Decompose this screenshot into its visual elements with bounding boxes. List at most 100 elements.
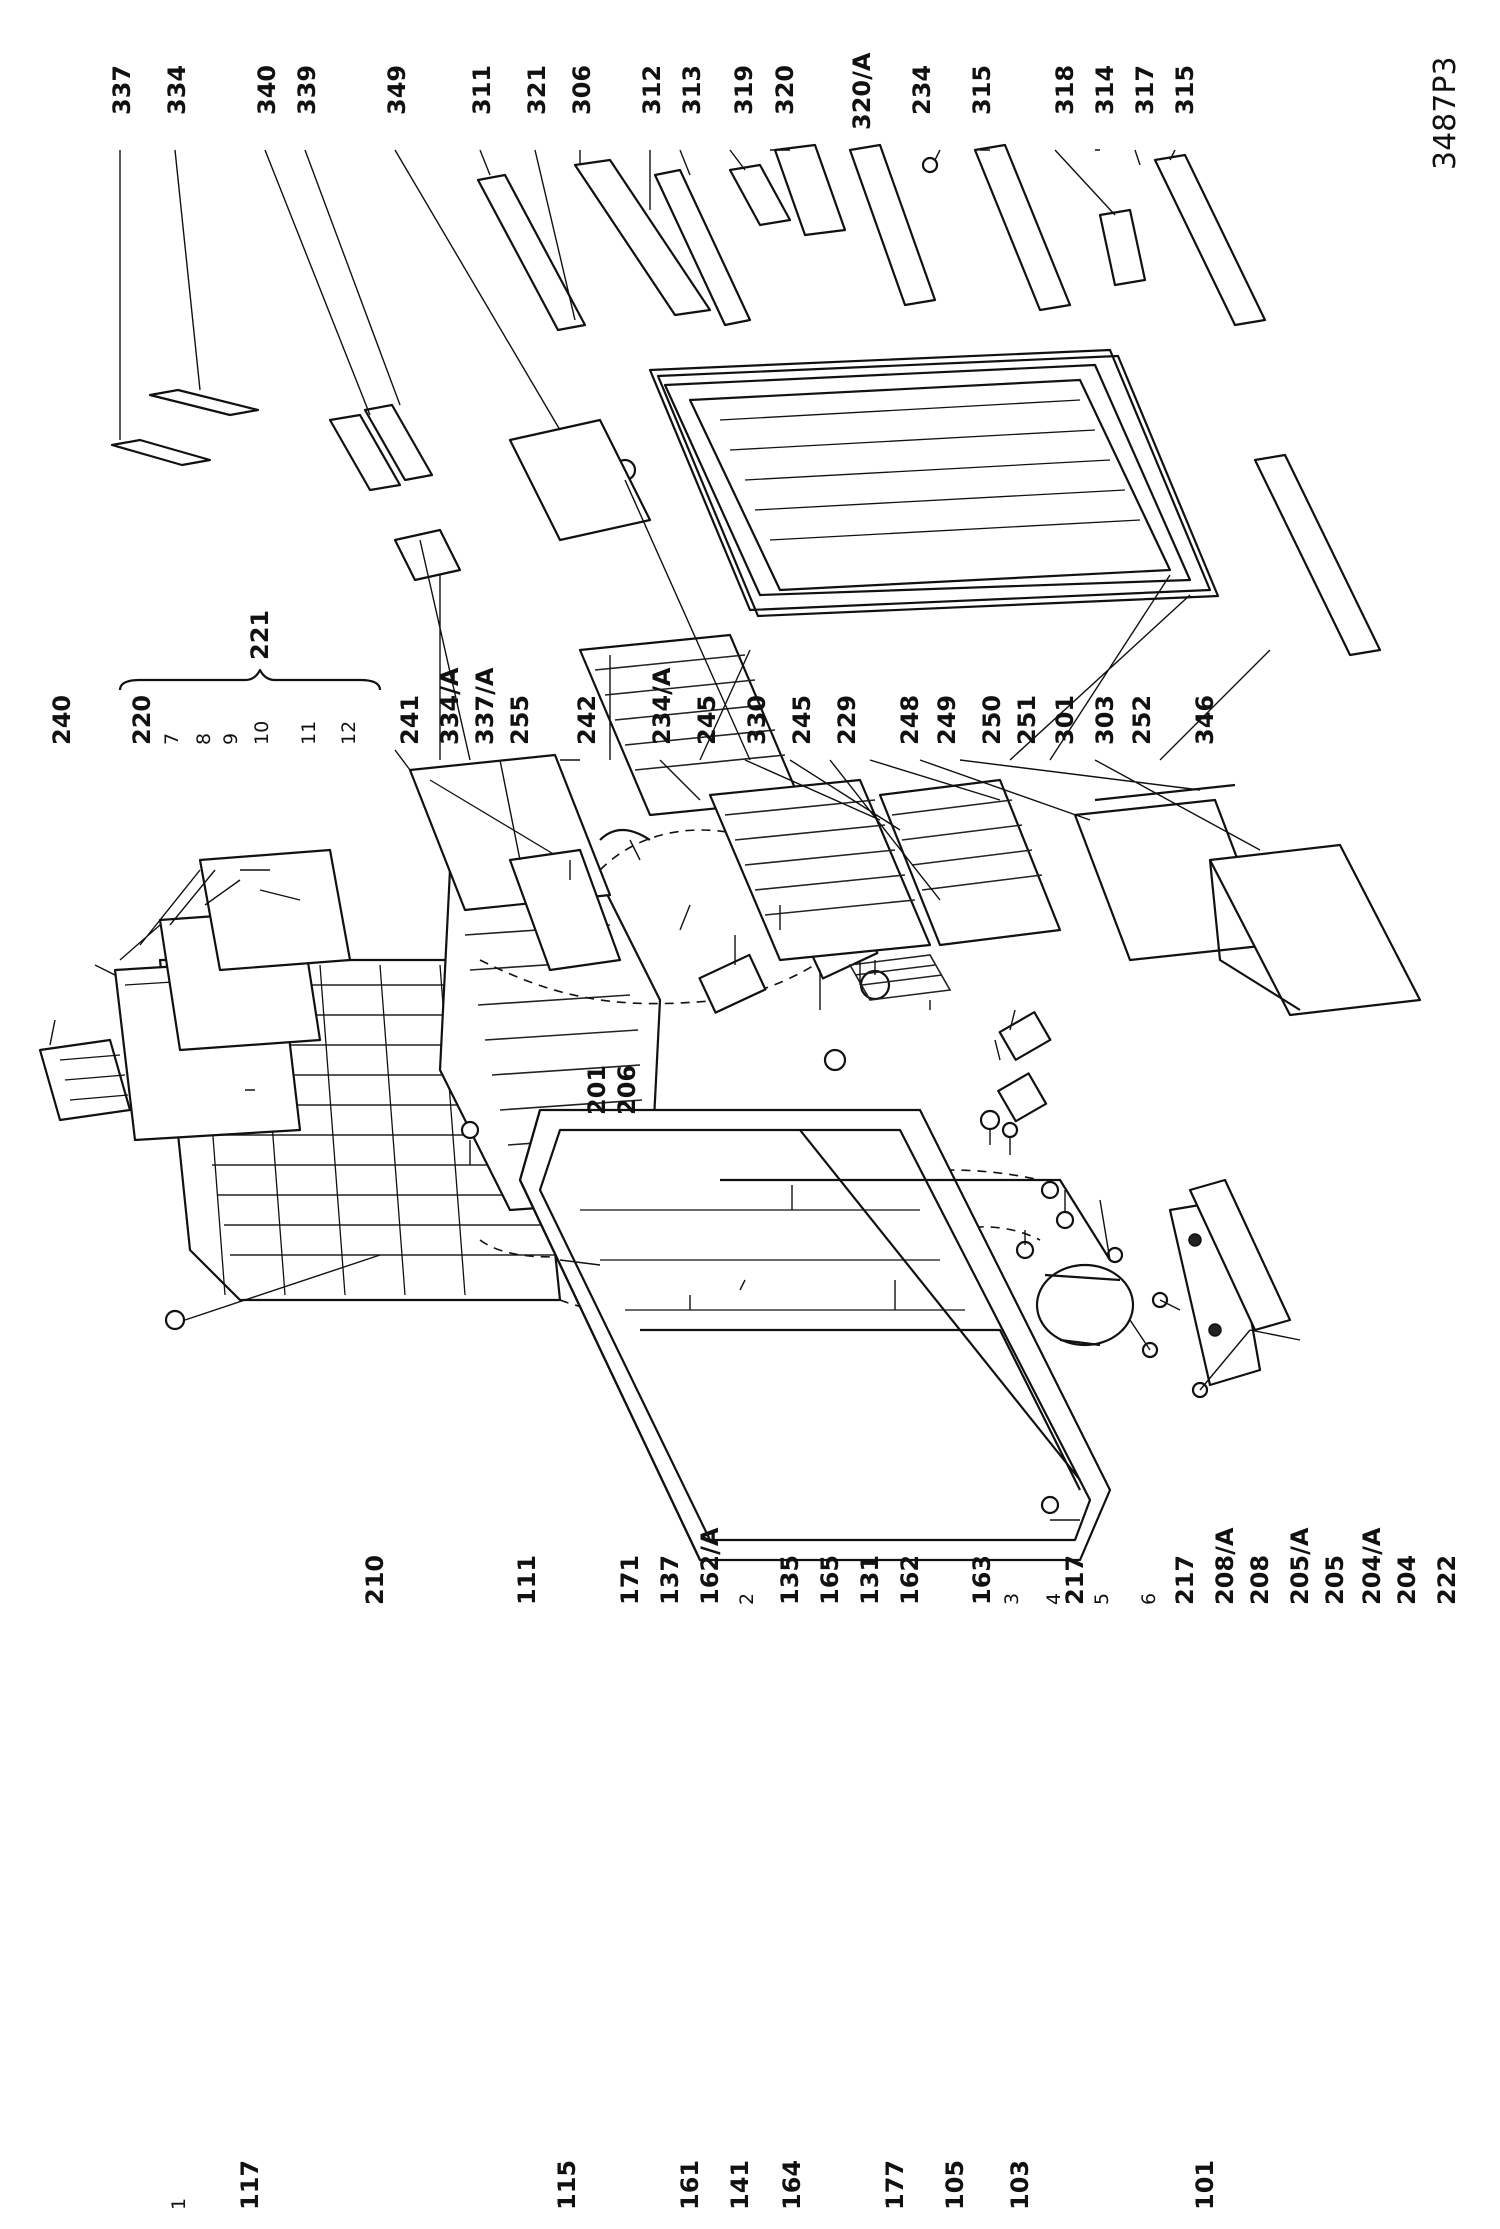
label-164: 164	[778, 2160, 806, 2210]
label-137: 137	[656, 1555, 684, 1605]
cover-trim-251	[1094, 783, 1236, 802]
label-245-a: 245	[693, 695, 721, 745]
label-249: 249	[933, 695, 961, 745]
wire-shelf-248	[878, 778, 1062, 947]
label-5: 5	[1091, 1593, 1113, 1605]
ice-tray-240	[38, 1038, 132, 1122]
label-318: 318	[1051, 65, 1079, 115]
label-334: 334	[163, 65, 191, 115]
label-205a: 205/A	[1286, 1527, 1314, 1605]
label-117: 117	[236, 2160, 264, 2210]
label-201: 201	[583, 1065, 611, 1115]
label-115: 115	[553, 2160, 581, 2210]
label-334a: 334/A	[436, 667, 464, 745]
label-208a: 208/A	[1211, 1527, 1239, 1605]
label-7: 7	[161, 733, 183, 745]
label-204a: 204/A	[1358, 1527, 1386, 1605]
label-208: 208	[1246, 1555, 1274, 1605]
label-165: 165	[816, 1555, 844, 1605]
relay-6	[998, 1011, 1052, 1061]
label-303: 303	[1091, 695, 1119, 745]
label-311: 311	[468, 65, 496, 115]
door-balcony-315-b	[1153, 153, 1267, 327]
label-315-a: 315	[968, 65, 996, 115]
label-346: 346	[1191, 695, 1219, 745]
label-234: 234	[908, 65, 936, 115]
label-349: 349	[383, 65, 411, 115]
foot-217-b	[1040, 1495, 1060, 1515]
foot-217-a	[1040, 1180, 1060, 1200]
label-10: 10	[251, 721, 273, 745]
label-234a: 234/A	[648, 667, 676, 745]
label-3: 3	[1001, 1593, 1023, 1605]
label-217-a: 217	[1061, 1555, 1089, 1605]
label-171: 171	[616, 1555, 644, 1605]
wire-171	[599, 828, 651, 841]
wire-shelf-245-b	[708, 778, 932, 962]
label-6: 6	[1138, 1593, 1160, 1605]
label-111: 111	[513, 1555, 541, 1605]
label-162a: 162/A	[696, 1527, 724, 1605]
grille-229	[848, 954, 952, 1001]
door-handle-346	[1253, 453, 1382, 657]
label-320: 320	[771, 65, 799, 115]
label-314: 314	[1091, 65, 1119, 115]
cabinet-body	[518, 1108, 1112, 1562]
label-135: 135	[776, 1555, 804, 1605]
bracket-337	[110, 438, 212, 467]
label-337: 337	[108, 65, 136, 115]
label-131: 131	[856, 1555, 884, 1605]
label-245-b: 245	[788, 695, 816, 745]
door-gasket-301	[656, 354, 1220, 618]
label-339: 339	[293, 65, 321, 115]
egg-tray-319	[728, 163, 792, 227]
bracket-334	[148, 388, 260, 417]
label-141: 141	[726, 2160, 754, 2210]
label-222: 222	[1433, 1555, 1461, 1605]
label-101: 101	[1191, 2160, 1219, 2210]
hinge-plate-349	[508, 418, 652, 542]
bracket-339	[363, 403, 434, 482]
label-4: 4	[1043, 1593, 1065, 1605]
label-210: 210	[361, 1555, 389, 1605]
label-240: 240	[48, 695, 76, 745]
kickplate-222	[1188, 1178, 1292, 1332]
drawer-front-252	[1208, 859, 1301, 1011]
door-shelf-306	[573, 158, 712, 317]
bracket-320a	[848, 143, 937, 307]
bracket-221	[118, 668, 382, 691]
drawing-code: 3487P3	[1428, 56, 1463, 170]
lamp-165	[823, 1048, 847, 1072]
hinge-part-206	[1001, 1121, 1019, 1139]
label-12: 12	[338, 721, 360, 745]
label-9: 9	[220, 733, 242, 745]
hinge-part-201	[979, 1109, 1001, 1131]
label-221: 221	[246, 610, 274, 660]
label-105: 105	[941, 2160, 969, 2210]
label-220: 220	[128, 695, 156, 745]
label-241: 241	[396, 695, 424, 745]
label-255: 255	[506, 695, 534, 745]
label-250: 250	[978, 695, 1006, 745]
label-330: 330	[743, 695, 771, 745]
label-229: 229	[833, 695, 861, 745]
bracket-340	[328, 413, 402, 492]
label-177: 177	[881, 2160, 909, 2210]
part-208a	[1106, 1246, 1124, 1264]
label-248: 248	[896, 695, 924, 745]
clip-318	[1098, 208, 1147, 287]
tray-lid-10	[198, 848, 352, 972]
label-251: 251	[1013, 695, 1041, 745]
balcony-313	[653, 168, 752, 327]
label-163: 163	[968, 1555, 996, 1605]
label-306: 306	[568, 65, 596, 115]
vegetable-drawer-252	[1208, 843, 1422, 1017]
label-312: 312	[638, 65, 666, 115]
label-205: 205	[1321, 1555, 1349, 1605]
label-11: 11	[298, 721, 320, 745]
component-135	[698, 953, 767, 1014]
label-337a: 337/A	[471, 667, 499, 745]
screw-234	[921, 156, 939, 174]
label-252: 252	[1128, 695, 1156, 745]
